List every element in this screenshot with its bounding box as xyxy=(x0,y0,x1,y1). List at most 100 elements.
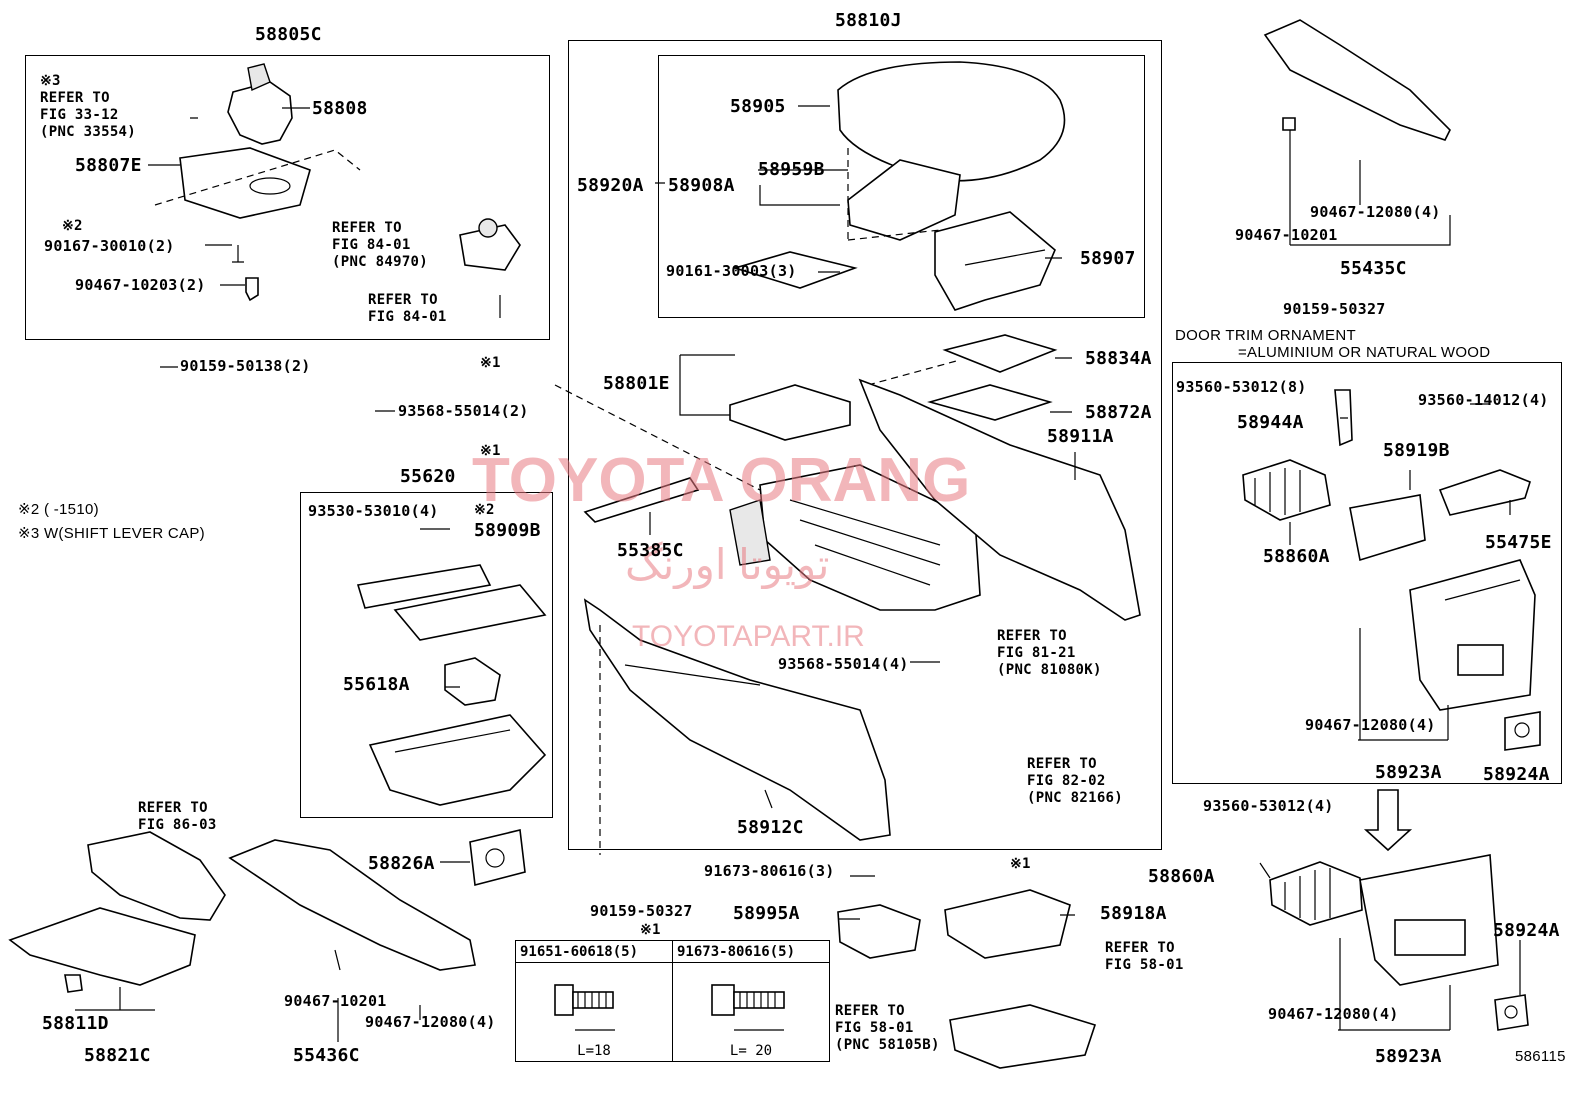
ref-fig-84-01-a: REFER TO FIG 84-01 (PNC 84970) xyxy=(332,220,429,270)
fastener-length-91673: L= 20 xyxy=(729,1043,773,1059)
assembly-label-55620: 55620 xyxy=(400,466,456,487)
mat-58872A-part xyxy=(927,384,1053,421)
shift-bezel-part xyxy=(179,147,311,219)
part-58821C: 58821C xyxy=(84,1045,151,1066)
knee-pad-part xyxy=(228,839,476,971)
bracket-58995A-part xyxy=(837,904,921,959)
bezel-58919B-part xyxy=(1349,494,1426,562)
part-58911A: 58911A xyxy=(1047,426,1114,447)
ref-fig-86-03: REFER TO FIG 86-03 xyxy=(138,800,217,833)
watermark-persian: تویوتا اورنگ xyxy=(625,541,830,588)
panel-58821C-part xyxy=(8,907,196,986)
part-58924A-t: 58924A xyxy=(1483,764,1550,785)
part-90161-30003: 90161-30003(3) xyxy=(666,262,797,280)
part-58905: 58905 xyxy=(730,96,786,117)
part-58959B: 58959B xyxy=(758,159,825,180)
ref-fig-82-02: REFER TO FIG 82-02 (PNC 82166) xyxy=(1027,756,1124,806)
part-91673-80616-a: 91673-80616(3) xyxy=(704,862,835,880)
part-93560-14012: 93560-14012(4) xyxy=(1418,391,1549,409)
cup-holder-part xyxy=(368,714,547,806)
part-58807E: 58807E xyxy=(75,155,142,176)
part-93560-53012-8: 93560-53012(8) xyxy=(1176,378,1307,396)
part-58860A-t: 58860A xyxy=(1263,546,1330,567)
figure-code: 586115 xyxy=(1515,1048,1566,1065)
ref-fig-58-01-b: REFER TO FIG 58-01 (PNC 58105B) xyxy=(835,1003,940,1053)
door-trim-note-2: =ALUMINIUM OR NATURAL WOOD xyxy=(1238,344,1491,361)
part-93530-53010: 93530-53010(4) xyxy=(308,502,439,520)
side-panel-right-part xyxy=(858,378,1141,621)
group-box-58920A xyxy=(658,55,1145,318)
part-58872A: 58872A xyxy=(1085,402,1152,423)
console-box-part xyxy=(759,464,981,611)
part-58919B: 58919B xyxy=(1383,440,1450,461)
hinge-bracket-part xyxy=(934,211,1056,311)
fastener-header-91673: 91673-80616(5) xyxy=(672,940,830,963)
shift-knob-part xyxy=(227,81,293,145)
part-58944A: 58944A xyxy=(1237,412,1304,433)
fastener-header-91651: 91651-60618(5) xyxy=(515,940,673,963)
part-55618A: 55618A xyxy=(343,674,410,695)
assembly-label-55435C: 55435C xyxy=(1340,258,1407,279)
clip-90467-10203 xyxy=(245,277,259,302)
part-90467-10201-t: 90467-10201 xyxy=(1235,226,1338,244)
bracket-55618A-part xyxy=(444,657,501,706)
part-90159-50327-b: 90159-50327 xyxy=(590,902,693,920)
mark-1d: ※1 xyxy=(1010,856,1031,872)
lower-bracket-part xyxy=(949,1004,1097,1069)
part-58834A: 58834A xyxy=(1085,348,1152,369)
lid-hinge-part xyxy=(847,159,961,241)
trim-58909B-part xyxy=(356,564,492,609)
screw-90167 xyxy=(232,245,244,263)
part-58918A: 58918A xyxy=(1100,903,1167,924)
panel-55435C-part xyxy=(1263,19,1451,141)
part-58826A: 58826A xyxy=(368,853,435,874)
note-2: ※2 ( -1510) xyxy=(18,501,99,518)
part-90467-12080-m: 90467-12080(4) xyxy=(1305,716,1436,734)
part-58808: 58808 xyxy=(312,98,368,119)
ref-fig-33-12: ※3 REFER TO FIG 33-12 (PNC 33554) xyxy=(40,73,137,140)
part-93560-53012-4: 93560-53012(4) xyxy=(1203,797,1334,815)
part-58912C: 58912C xyxy=(737,817,804,838)
mark-1b: ※1 xyxy=(480,443,501,459)
lid-55620-part xyxy=(393,584,547,641)
part-58860A-b: 58860A xyxy=(1148,866,1215,887)
part-55385C: 55385C xyxy=(617,540,684,561)
door-trim-note-1: DOOR TRIM ORNAMENT xyxy=(1175,327,1356,344)
vent-58860A-b-part xyxy=(1269,861,1363,926)
part-90467-12080-bb: 90467-12080(4) xyxy=(1268,1005,1399,1023)
mark-1c: ※1 xyxy=(640,922,661,938)
part-58909B: 58909B xyxy=(474,520,541,541)
part-58924A-b: 58924A xyxy=(1493,920,1560,941)
mat-58834A-part xyxy=(942,334,1058,373)
mark-2b: ※2 xyxy=(474,502,495,518)
direction-arrow xyxy=(1363,789,1413,852)
mark-2a: ※2 xyxy=(62,218,83,234)
part-58811D: 58811D xyxy=(42,1013,109,1034)
watermark-url: TOYOTAPART.IR xyxy=(632,620,865,653)
mark-1a: ※1 xyxy=(480,355,501,371)
note-3: ※3 W(SHIFT LEVER CAP) xyxy=(18,525,205,542)
group-box-58805C xyxy=(25,55,550,340)
bracket-55385C-part xyxy=(583,477,700,523)
ref-fig-81-21: REFER TO FIG 81-21 (PNC 81080K) xyxy=(997,628,1102,678)
assembly-label-58810J: 58810J xyxy=(835,10,902,31)
part-90467-10203: 90467-10203(2) xyxy=(75,276,206,294)
part-93568-55014-b: 93568-55014(4) xyxy=(778,655,909,673)
group-box-55620 xyxy=(300,492,553,818)
fastener-length-91651: L=18 xyxy=(577,1043,611,1059)
clip-90467-10201 xyxy=(1282,117,1296,131)
bezel-58924A-b-part xyxy=(1494,994,1529,1031)
tray-58801E-part xyxy=(729,384,851,441)
side-panel-left-part xyxy=(583,598,891,841)
part-58923A-t: 58923A xyxy=(1375,762,1442,783)
part-58920A: 58920A xyxy=(577,175,644,196)
mat-58801E-part xyxy=(732,251,858,289)
part-90467-12080-t: 90467-12080(4) xyxy=(1310,203,1441,221)
shift-knob-top xyxy=(247,63,271,92)
shift-cover-part xyxy=(87,831,226,921)
part-55436C: 55436C xyxy=(293,1045,360,1066)
part-90467-10201-b: 90467-10201 xyxy=(284,992,387,1010)
group-box-58810J xyxy=(568,40,1162,850)
vent-58860A-part xyxy=(1242,459,1331,521)
ornament-55475E-part xyxy=(1438,469,1531,516)
